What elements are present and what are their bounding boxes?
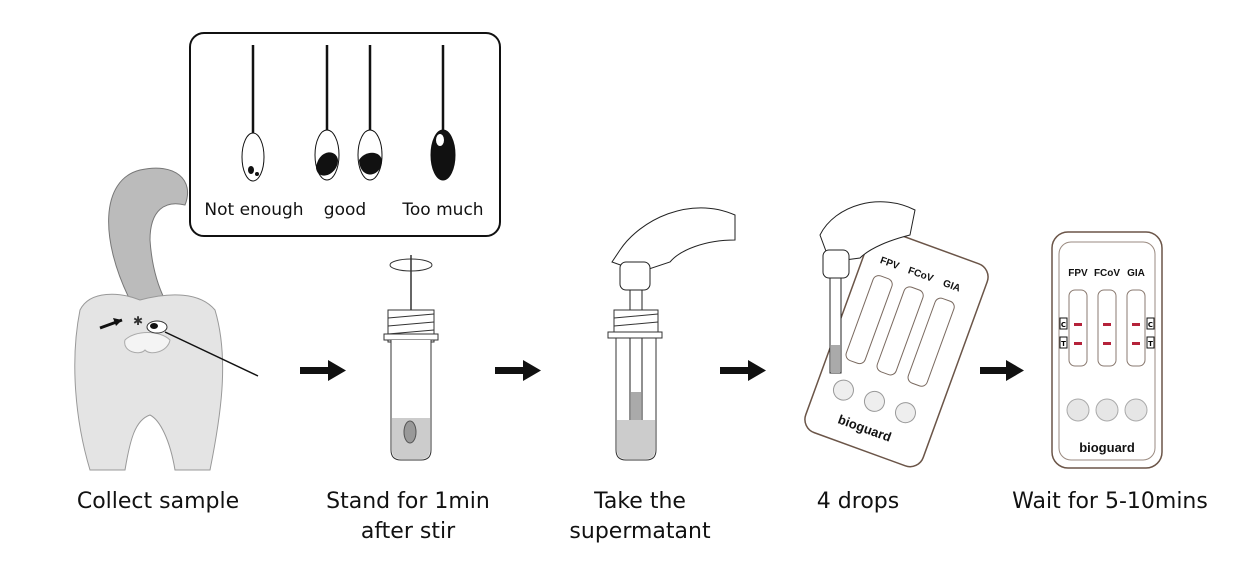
label-not-enough: Not enough	[204, 200, 303, 220]
swab-too-much	[430, 45, 456, 181]
swab-not-enough	[241, 45, 265, 182]
marker-c: C	[1148, 321, 1153, 329]
step-2-caption-line2: after stir	[361, 519, 456, 544]
arrow-icon	[300, 360, 346, 381]
svg-text:✱: ✱	[133, 314, 143, 328]
step-4-caption: 4 drops	[817, 489, 899, 514]
arrow-icon	[720, 360, 766, 381]
step-3-caption-line2: supermatant	[569, 519, 711, 544]
marker-t: T	[1061, 340, 1066, 348]
tube-stir	[383, 255, 439, 461]
label-good: good	[324, 200, 366, 220]
label-too-much: Too much	[401, 200, 483, 220]
step-3-caption: Take the	[593, 489, 686, 514]
arrow-icon	[980, 360, 1024, 381]
marker-c: C	[1061, 321, 1066, 329]
test-cassette-result: FPV FCoV GIA C T C T bioguard	[1051, 231, 1163, 469]
step-1-caption: Collect sample	[77, 489, 239, 514]
swab-good-1	[314, 45, 340, 181]
test-label-gia: GIA	[1127, 268, 1145, 279]
marker-t: T	[1148, 340, 1153, 348]
test-label-fpv: FPV	[1068, 268, 1088, 279]
tube-supernatant	[607, 207, 736, 461]
test-label-fcov: FCoV	[1094, 268, 1120, 279]
dropper-hand	[819, 201, 916, 374]
swab-amount-inset: Not enough good Too much	[189, 32, 501, 237]
swab-good-2	[357, 45, 383, 181]
cat-illustration: ✱	[74, 167, 259, 471]
step-2-caption: Stand for 1min	[326, 489, 490, 514]
arrow-icon	[495, 360, 541, 381]
test-cassette-tilted: FPV FCoV GIA bioguard	[804, 229, 989, 468]
brand-logo: bioguard	[1079, 440, 1135, 455]
step-5-caption: Wait for 5-10mins	[1012, 489, 1208, 514]
